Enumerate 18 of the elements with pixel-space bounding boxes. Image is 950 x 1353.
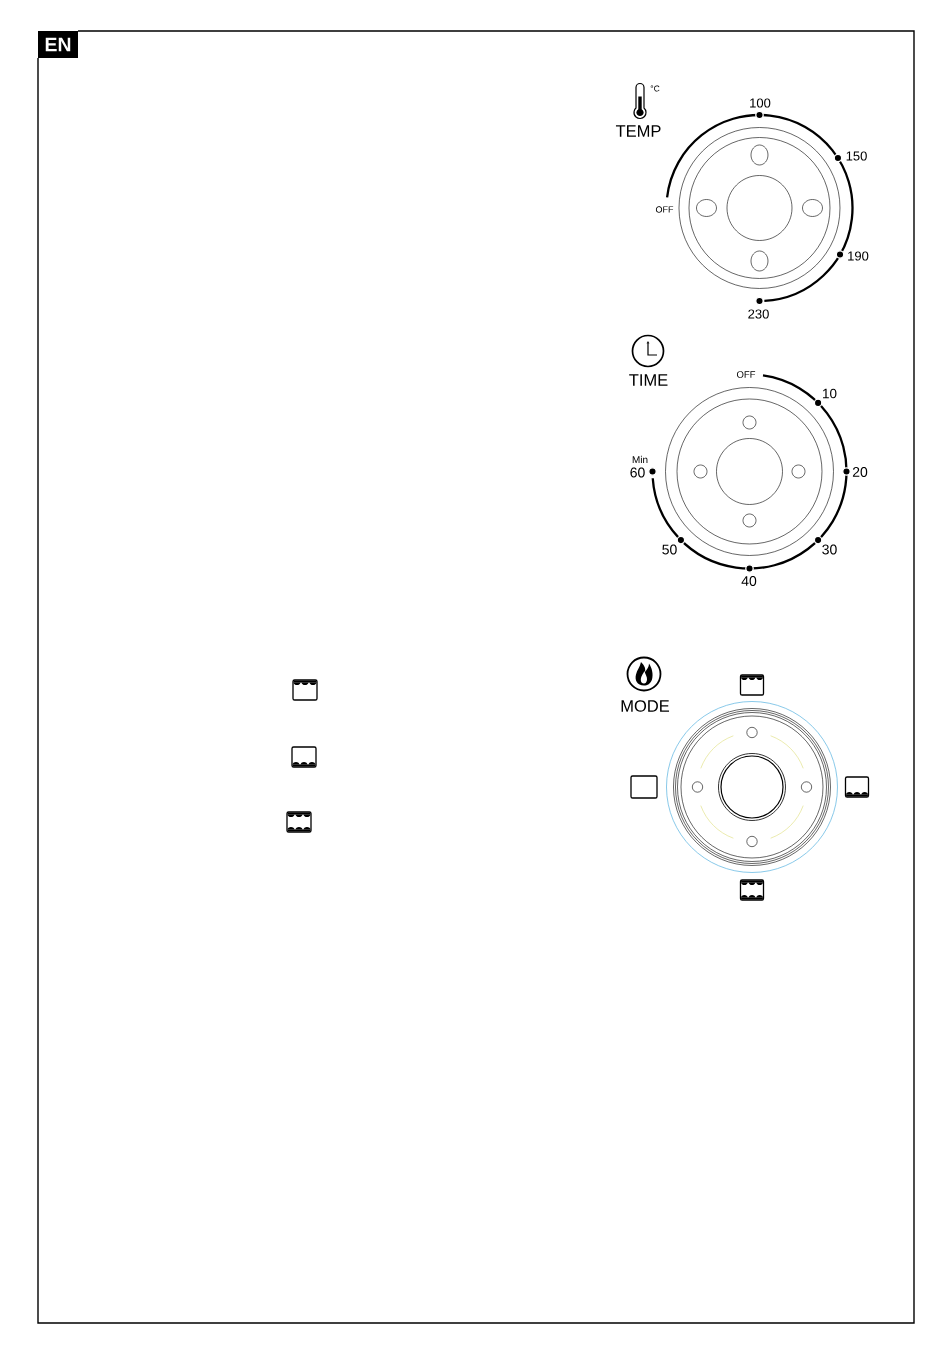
- scale-label: 30: [822, 544, 837, 555]
- scale-label: 50: [662, 544, 677, 555]
- dial-label: MODE: [621, 700, 670, 712]
- scale-label: 100: [750, 98, 771, 108]
- scale-label: 150: [846, 151, 867, 161]
- dial-label: TIME: [629, 374, 668, 386]
- scale-label: 40: [741, 576, 757, 586]
- dial-label: TEMP: [615, 125, 661, 137]
- language-badge: EN: [38, 31, 78, 58]
- scale-label: OFF: [655, 206, 674, 213]
- scale-label: OFF: [736, 371, 756, 378]
- scale-label: Min: [632, 455, 648, 464]
- scale-label: 20: [852, 467, 868, 477]
- unit-label: °C: [650, 85, 660, 92]
- scale-label: 230: [748, 309, 769, 319]
- scale-label: 10: [823, 388, 837, 399]
- scale-label: 60: [630, 467, 645, 478]
- scale-label: 190: [848, 251, 869, 261]
